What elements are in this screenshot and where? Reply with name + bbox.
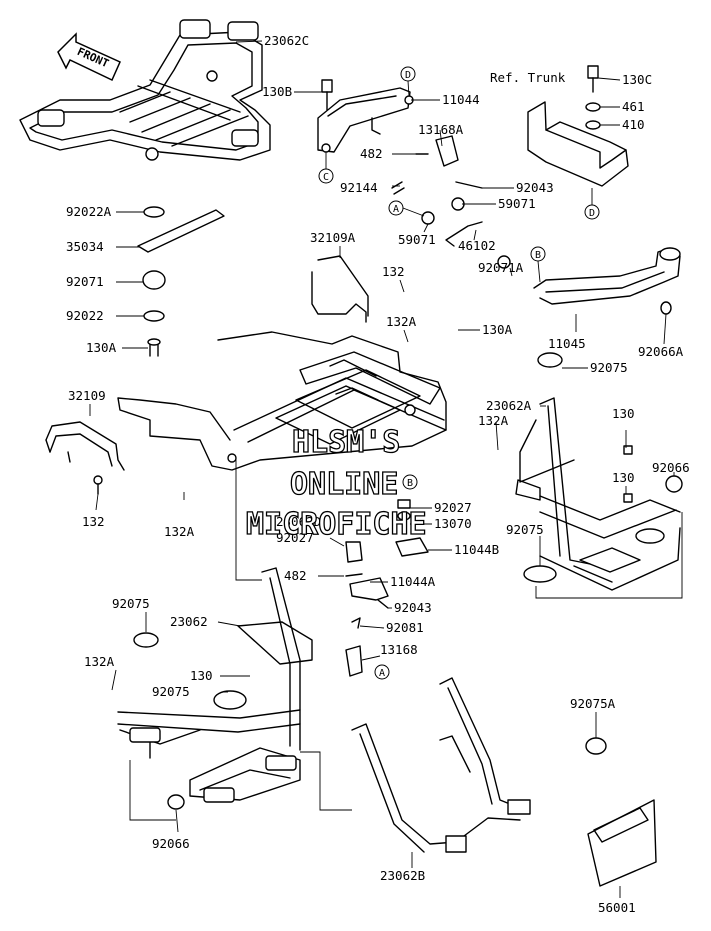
label-461: 461 [622,99,645,114]
label-13168A: 13168A [418,122,464,137]
label-92075A: 92075A [570,696,616,711]
label-23062A: 23062A [486,398,532,413]
label-130-right-2: 130 [612,470,635,485]
callout-D-right: D [584,204,600,220]
label-130A-left: 130A [86,340,117,355]
label-92144: 92144 [340,180,378,195]
label-32109: 32109 [68,388,106,403]
label-482-mid: 482 [284,568,307,583]
label-92075-left-1: 92075 [112,596,150,611]
label-59071-right: 59071 [498,196,536,211]
label-132A-left: 132A [164,524,195,539]
label-23062B: 23062B [380,868,425,883]
frame-23062A [515,352,683,591]
watermark: HLSM'S ONLINE MICROFICHE [245,424,427,542]
front-arrow-icon: FRONT [57,32,121,82]
label-92066-right: 92066 [652,460,690,475]
callout-D-top: D [400,66,416,82]
callout-B-center: B [402,474,418,490]
label-132-top: 132 [382,264,405,279]
frame-23062B [351,677,531,853]
small-hardware-top [391,135,483,247]
leader-lines [89,40,675,898]
rail-11045 [497,247,681,315]
label-13168: 13168 [380,642,418,657]
side-rail-32109 [45,421,125,495]
callout-C: C [318,168,334,184]
label-11044: 11044 [442,92,480,107]
svg-text:A: A [379,668,385,679]
label-32109A: 32109A [310,230,356,245]
label-132A-low: 132A [84,654,115,669]
center-small-parts [345,499,429,677]
label-92066-left: 92066 [152,836,190,851]
mudflap-56001 [585,737,657,887]
label-92043-mid: 92043 [394,600,432,615]
label-92066A: 92066A [638,344,684,359]
ref-trunk-label: Ref. Trunk [490,70,566,85]
label-92071: 92071 [66,274,104,289]
svg-text:B: B [407,478,413,489]
svg-text:A: A [393,204,399,215]
label-13070: 13070 [434,516,472,531]
svg-text:D: D [589,208,595,219]
label-11044B: 11044B [454,542,499,557]
label-92043-top: 92043 [516,180,554,195]
label-92022A: 92022A [66,204,112,219]
label-482-top: 482 [360,146,383,161]
callout-B-right: B [530,246,546,262]
label-130A-mid: 130A [482,322,513,337]
watermark-line-2: ONLINE [290,467,398,502]
watermark-line-1: HLSM'S [292,425,400,460]
label-130-low: 130 [190,668,213,683]
reference-lines [129,458,683,821]
label-92071A: 92071A [478,260,524,275]
label-130B: 130B [262,84,292,99]
svg-text:C: C [323,172,329,183]
label-46102: 46102 [458,238,496,253]
label-130-right-1: 130 [612,406,635,421]
bracket-11044 [317,79,414,153]
label-92022: 92022 [66,308,104,323]
label-23062: 23062 [170,614,208,629]
label-92027-left: 92027 [276,530,314,545]
label-132A-right: 132A [478,413,509,428]
label-11044A: 11044A [390,574,436,589]
svg-text:D: D [405,70,411,81]
label-23062C: 23062C [264,33,309,48]
label-92075-right-2: 92075 [506,522,544,537]
label-35034: 35034 [66,239,104,254]
front-carrier-23062C [19,19,271,161]
callout-A-top: A [388,200,404,216]
label-132-left: 132 [82,514,105,529]
label-23062D: 23062D [276,514,321,529]
label-92027-right: 92027 [434,500,472,515]
watermark-line-3: MICROFICHE [246,507,427,542]
label-132A-top: 132A [386,314,417,329]
label-92075-right: 92075 [590,360,628,375]
trunk-bracket [527,65,629,187]
label-11045: 11045 [548,336,586,351]
svg-text:B: B [535,250,541,261]
left-stack-parts [137,206,225,357]
label-92081: 92081 [386,620,424,635]
callout-A-mid: A [374,664,390,680]
frame-23062 [117,567,313,810]
label-56001: 56001 [598,900,636,915]
label-130C: 130C [622,72,652,87]
label-59071-left: 59071 [398,232,436,247]
label-410: 410 [622,117,645,132]
label-92075-left-2: 92075 [152,684,190,699]
